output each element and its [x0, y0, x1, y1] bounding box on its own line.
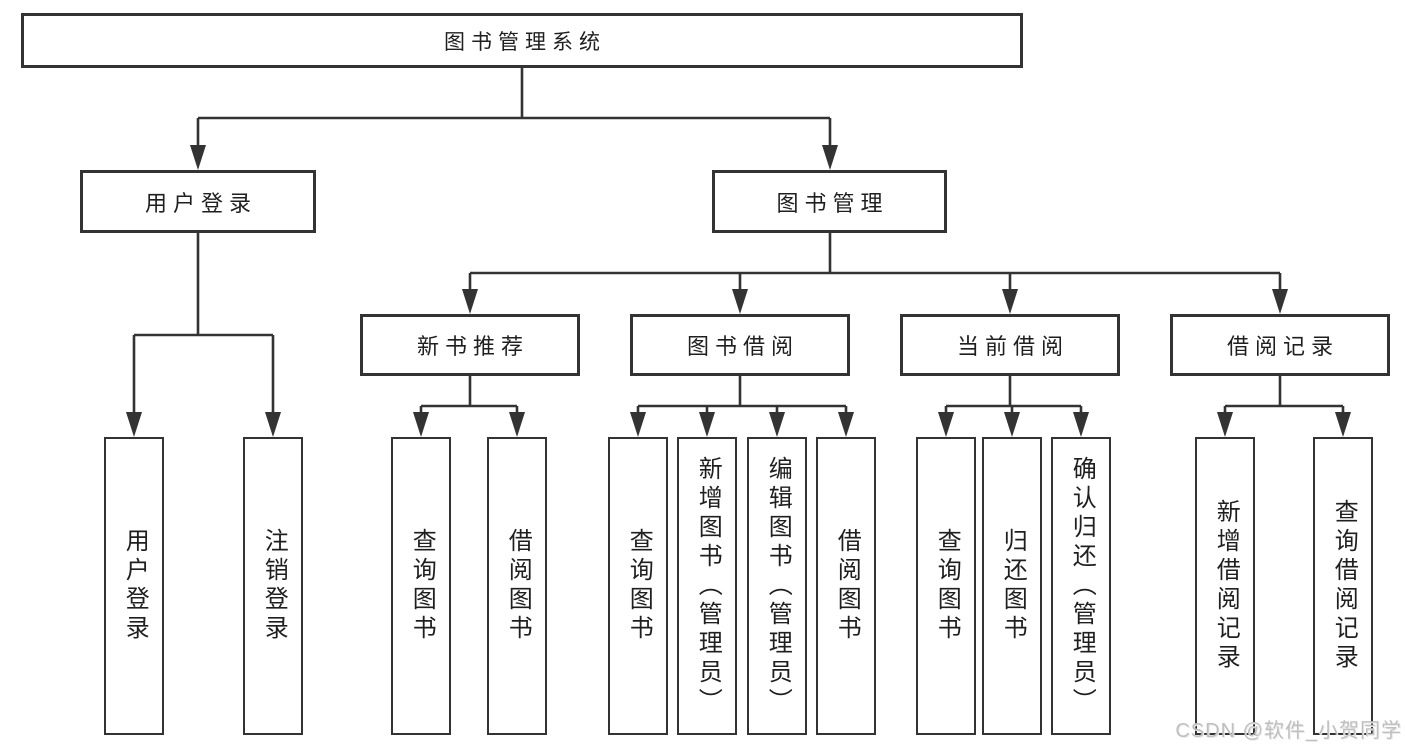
node-label: 借阅记录 [1226, 334, 1339, 359]
leaf-borrowing-edit-books-admin: 编辑图书（管理员） [747, 437, 807, 735]
node-label: 新增借阅记录 [1212, 499, 1240, 673]
csdn-watermark: CSDN @软件_小贺同学 [1175, 720, 1402, 742]
leaf-logout: 注销登录 [243, 437, 303, 735]
leaf-newbook-query-books: 查询图书 [391, 437, 451, 735]
node-label: 图书管理系统 [444, 30, 606, 54]
leaf-newbook-borrow-books: 借阅图书 [487, 437, 547, 735]
node-borrowing-records: 借阅记录 [1170, 314, 1390, 376]
node-label: 图书管理 [776, 190, 889, 216]
node-label: 借阅图书 [504, 528, 532, 644]
leaf-current-return-books: 归还图书 [982, 437, 1042, 735]
node-label: 用户登录 [121, 528, 149, 644]
node-label: 用户登录 [144, 190, 257, 216]
node-root-library-management-system: 图书管理系统 [21, 13, 1023, 68]
node-label: 归还图书 [999, 528, 1027, 644]
node-label: 借阅图书 [833, 528, 861, 644]
node-new-book-recommendation: 新书推荐 [360, 314, 580, 376]
node-current-borrowing: 当前借阅 [900, 314, 1120, 376]
leaf-borrowing-add-books-admin: 新增图书（管理员） [677, 437, 737, 735]
leaf-borrowing-query-books: 查询图书 [608, 437, 668, 735]
node-label: 新书推荐 [416, 334, 529, 359]
node-book-management: 图书管理 [712, 170, 947, 233]
leaf-current-query-books: 查询图书 [916, 437, 976, 735]
leaf-current-confirm-return-admin: 确认归还（管理员） [1051, 437, 1111, 735]
leaf-user-login: 用户登录 [104, 437, 164, 735]
node-label: 确认归还（管理员） [1068, 455, 1096, 717]
leaf-records-add-borrow-record: 新增借阅记录 [1195, 437, 1255, 735]
node-book-borrowing: 图书借阅 [630, 314, 850, 376]
node-label: 查询图书 [933, 528, 961, 644]
node-label: 查询借阅记录 [1330, 499, 1358, 673]
node-label: 注销登录 [260, 528, 288, 644]
node-label: 编辑图书（管理员） [764, 455, 792, 717]
node-label: 查询图书 [625, 528, 653, 644]
leaf-records-query-borrow-record: 查询借阅记录 [1313, 437, 1373, 735]
leaf-borrowing-borrow-books: 借阅图书 [816, 437, 876, 735]
node-label: 新增图书（管理员） [694, 455, 722, 717]
node-label: 当前借阅 [956, 334, 1069, 359]
node-label: 图书借阅 [686, 334, 799, 359]
node-user-login: 用户登录 [80, 170, 316, 233]
node-label: 查询图书 [408, 528, 436, 644]
